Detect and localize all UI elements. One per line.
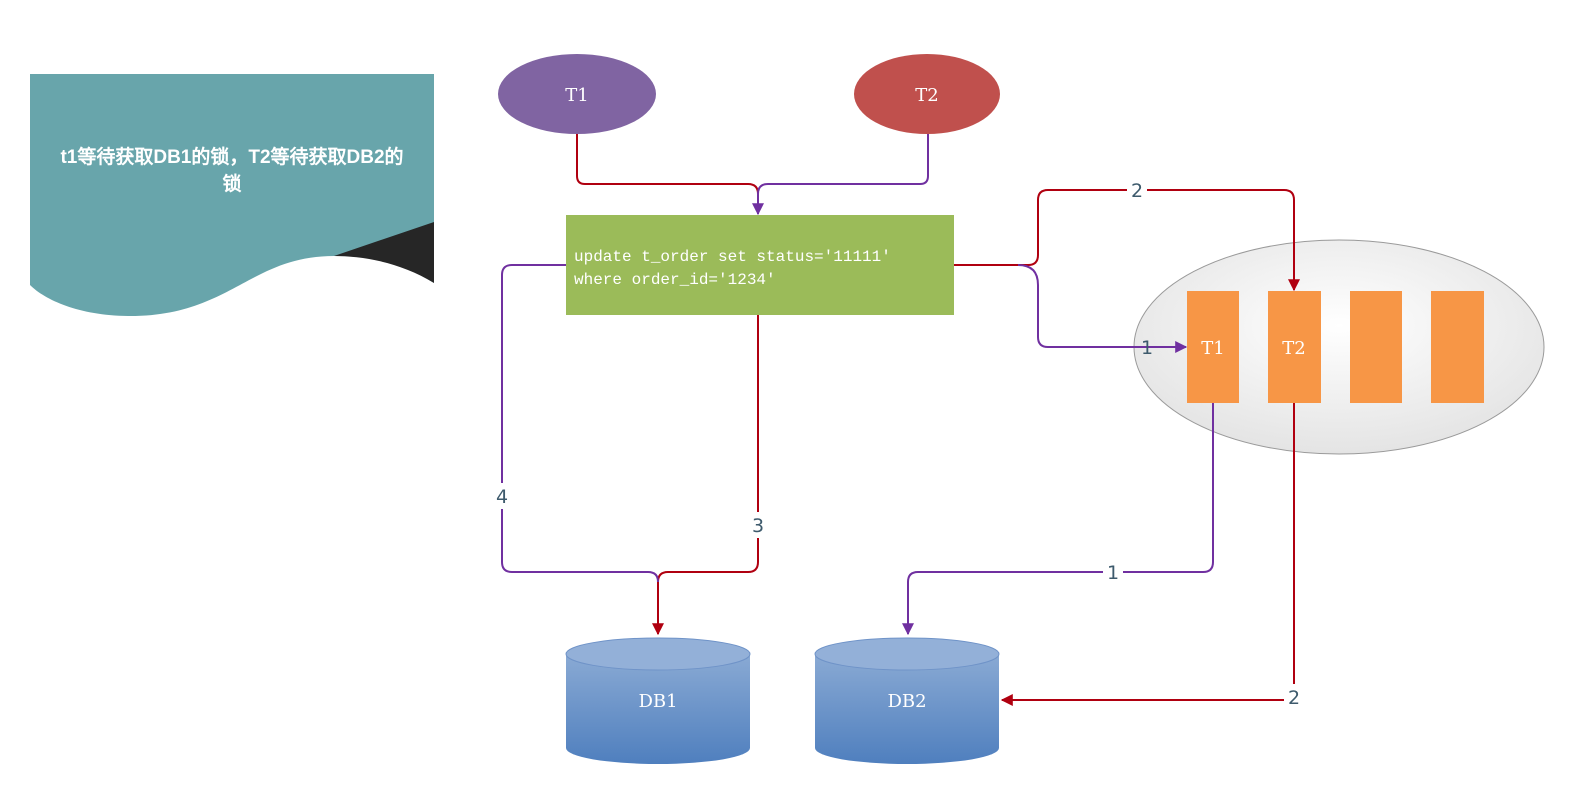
queue-slot-4: [1431, 291, 1484, 403]
queue-slot-1-label: T1: [1201, 338, 1224, 359]
database-db2-label: DB2: [887, 691, 926, 712]
queue-slot-2: [1268, 291, 1321, 403]
edge-sql-to-queue-t1: [1017, 264, 1188, 353]
thread-t1-label: T1: [565, 85, 588, 106]
lock-queue-pool: T1 T2: [1133, 239, 1545, 455]
edge-label-queue-t2-to-db2: 2: [1288, 687, 1300, 709]
queue-slot-2-label: T2: [1282, 338, 1305, 359]
database-db2: DB2: [814, 637, 1000, 764]
database-db1: DB1: [565, 637, 751, 764]
note-text-line2: 锁: [222, 172, 241, 195]
sql-line2: where order_id='1234': [574, 271, 776, 289]
edge-label-sql-to-queue-t2: 2: [1131, 180, 1143, 202]
edge-queue-t1-to-db2: [902, 403, 1214, 636]
edge-sql-to-db1-4: [501, 264, 659, 583]
note-text-line1: t1等待获取DB1的锁，T2等待获取DB2的: [60, 145, 403, 168]
sql-statement-box: update t_order set status='11111' where …: [566, 215, 954, 315]
sql-line1: update t_order set status='11111': [574, 248, 891, 266]
note-shape: t1等待获取DB1的锁，T2等待获取DB2的 锁: [30, 74, 434, 316]
edge-queue-t2-to-db2: [1000, 403, 1295, 706]
thread-t1-node: T1: [498, 54, 656, 134]
edge-t2-to-sql: [752, 134, 929, 216]
edge-label-sql-to-queue-t1: 1: [1141, 337, 1153, 359]
note-fold-corner: [334, 222, 434, 283]
edge-label-queue-t1-to-db2: 1: [1107, 562, 1119, 584]
edge-sql-to-queue-t2: [954, 189, 1300, 292]
edge-label-sql-to-db1-4: 4: [496, 486, 508, 508]
thread-t2-node: T2: [854, 54, 1000, 134]
database-db1-label: DB1: [638, 691, 677, 712]
queue-slot-1: [1187, 291, 1239, 403]
edge-t1-to-sql: [576, 134, 759, 214]
edge-sql-to-db1-3: [652, 315, 759, 636]
edge-label-sql-to-db1-3: 3: [752, 515, 764, 537]
thread-t2-label: T2: [915, 85, 938, 106]
queue-slot-3: [1350, 291, 1402, 403]
